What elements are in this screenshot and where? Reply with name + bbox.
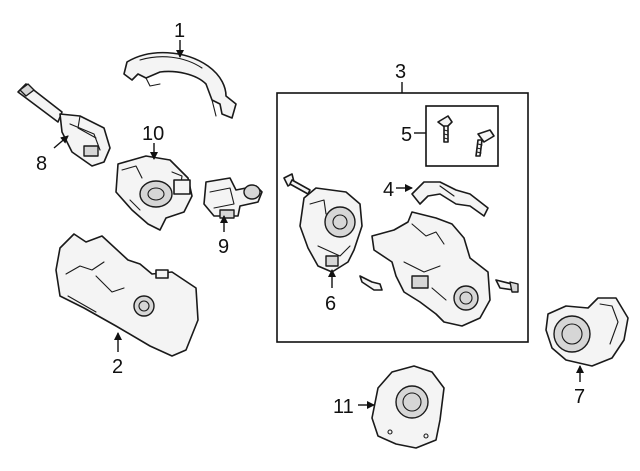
- steering-lock-body: [371, 211, 491, 327]
- callout-5: 5: [401, 124, 412, 146]
- part-9-cylinder-switch: [203, 177, 263, 219]
- part-6-lock-housing: [299, 187, 363, 273]
- callout-10: 10: [142, 123, 164, 145]
- screw-right: [495, 279, 519, 293]
- callout-9: 9: [218, 236, 229, 258]
- part-11-antenna-bracket: [371, 365, 445, 449]
- callout-8: 8: [36, 153, 47, 175]
- callout-1: 1: [174, 20, 185, 42]
- part-4-bracket: [411, 181, 489, 217]
- screw-lower: [359, 275, 383, 291]
- part-2-lower-cover: [55, 233, 199, 357]
- callout-3: 3: [395, 61, 406, 83]
- callout-6: 6: [325, 293, 336, 315]
- part-8-combination-switch: [17, 83, 111, 167]
- part-5-frame: [425, 105, 499, 167]
- callout-11: 11: [333, 396, 354, 418]
- callout-2: 2: [112, 356, 123, 378]
- part-5-bolts: [437, 115, 495, 157]
- leader-8: [53, 135, 69, 149]
- part-10-switch-body: [115, 155, 193, 231]
- callout-7: 7: [574, 386, 585, 408]
- callout-4: 4: [383, 179, 394, 201]
- part-1-upper-cover: [123, 51, 237, 119]
- screw-left: [283, 173, 311, 195]
- part-7-immobilizer: [545, 297, 629, 367]
